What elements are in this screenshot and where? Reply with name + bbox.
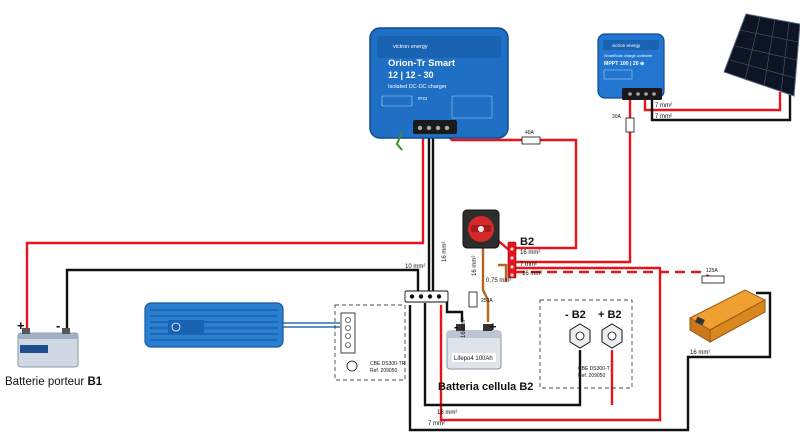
wire-switch bbox=[481, 245, 490, 322]
charger-ip: IP43 bbox=[418, 96, 428, 101]
starter-caption: Batterie porteur B1 bbox=[5, 376, 103, 388]
label-busbar-bot: 16 mm² bbox=[522, 271, 542, 277]
house-minus: - bbox=[454, 319, 458, 334]
busbar-b2-label: B2 bbox=[520, 236, 534, 248]
left-box-ref: Ref. 209050 bbox=[370, 368, 397, 374]
fuse-battery-label: 250A bbox=[481, 298, 493, 304]
socket-icon bbox=[346, 360, 358, 372]
right-box-ref: Ref. 209050 bbox=[578, 373, 605, 379]
wire-house-negative bbox=[445, 302, 464, 322]
wire-busbar-right bbox=[439, 266, 662, 422]
charger-brand: victron energy bbox=[393, 44, 428, 50]
wire-mppt-positive bbox=[515, 98, 632, 264]
house-caption: Batteria cellula B2 bbox=[438, 381, 533, 393]
label-inverter: 16 mm² bbox=[690, 350, 710, 356]
label-starter-neg: 10 mm² bbox=[405, 264, 425, 270]
wire-inverter-positive bbox=[515, 270, 717, 282]
left-dashed-box: CBE DS300-TR Ref. 209050 bbox=[334, 304, 406, 381]
mppt-terminals bbox=[622, 88, 662, 100]
starter-plus: + bbox=[17, 318, 25, 333]
charger-model: Orion-Tr Smart bbox=[388, 58, 456, 69]
starter-minus: - bbox=[56, 318, 60, 333]
wire-inverter-negative bbox=[408, 291, 772, 432]
wire-panel-negative bbox=[650, 92, 792, 122]
fuse-mppt-out-label: 30A bbox=[612, 114, 622, 120]
label-bottom-2: 7 mm² bbox=[428, 421, 445, 427]
fuse-battery bbox=[468, 291, 478, 308]
wire-b2-minus bbox=[423, 303, 582, 407]
label-batt-neg: 16 mm² bbox=[461, 318, 467, 338]
starter-battery: + - Batterie porteur B1 bbox=[5, 318, 103, 388]
label-bottom-1: 16 mm² bbox=[437, 410, 457, 416]
wire-panel-positive bbox=[643, 92, 782, 112]
charger-rating: 12 | 12 - 30 bbox=[388, 70, 434, 80]
terminal-plus-label: + B2 bbox=[598, 309, 622, 321]
mppt-model: MPPT 100 | 20 ⊕ bbox=[604, 61, 644, 67]
wire-starter-negative bbox=[65, 268, 420, 332]
house-plus: + bbox=[489, 319, 497, 334]
fuses: 40A 30A 250A 125A bbox=[468, 114, 725, 308]
mppt-controller: victron energy SmartSolar charge control… bbox=[597, 33, 665, 100]
terminal-minus-label: - B2 bbox=[565, 309, 586, 321]
mppt-title: SmartSolar charge controller bbox=[604, 54, 653, 58]
label-busbar-mid: 7 mm² bbox=[520, 262, 537, 268]
battery-switch bbox=[462, 209, 500, 249]
fuse-inverter bbox=[701, 275, 725, 284]
fuse-charger-out-label: 40A bbox=[525, 130, 535, 136]
fuse-charger-out bbox=[521, 136, 541, 145]
house-battery-label: Lifepo4 100Ah bbox=[454, 356, 493, 362]
house-battery: - + Lifepo4 100Ah Batteria cellula B2 bbox=[438, 319, 533, 393]
wire-starter-positive bbox=[25, 130, 425, 332]
solar-panel bbox=[723, 13, 800, 97]
label-mppt-neg: 7 mm² bbox=[655, 114, 672, 120]
label-mppt-pos: 7 mm² bbox=[655, 103, 672, 109]
label-busbar-top: 16 mm² bbox=[520, 250, 540, 256]
wire-small bbox=[498, 263, 508, 282]
right-box-name: CBE DS300-T bbox=[578, 366, 610, 372]
negative-busbar bbox=[404, 290, 449, 303]
fuse-mppt-out bbox=[625, 117, 635, 133]
wires bbox=[25, 92, 792, 432]
charger-subtitle: Isolated DC-DC charger bbox=[388, 84, 447, 90]
label-charger-neg: 16 mm² bbox=[442, 242, 448, 262]
label-switch-wire: 16 mm² bbox=[472, 256, 478, 276]
label-small-wire: 0,75 mm² bbox=[486, 278, 511, 284]
wire-labels: 7 mm² 7 mm² 16 mm² 7 mm² 16 mm² 10 mm² 1… bbox=[405, 103, 710, 427]
left-box-name: CBE DS300-TR bbox=[370, 361, 406, 367]
fuse-inverter-label: 125A bbox=[706, 268, 718, 274]
dc-dc-charger: victron energy Orion-Tr Smart 12 | 12 - … bbox=[369, 27, 509, 151]
charger-terminal-block bbox=[413, 120, 457, 134]
positive-busbar: B2 bbox=[507, 236, 534, 279]
inverter bbox=[688, 289, 767, 343]
right-dashed-box: - B2 + B2 CBE DS300-T Ref. 209050 bbox=[539, 299, 633, 389]
mppt-brand: victron energy bbox=[612, 43, 641, 48]
mains-charger bbox=[144, 302, 284, 348]
